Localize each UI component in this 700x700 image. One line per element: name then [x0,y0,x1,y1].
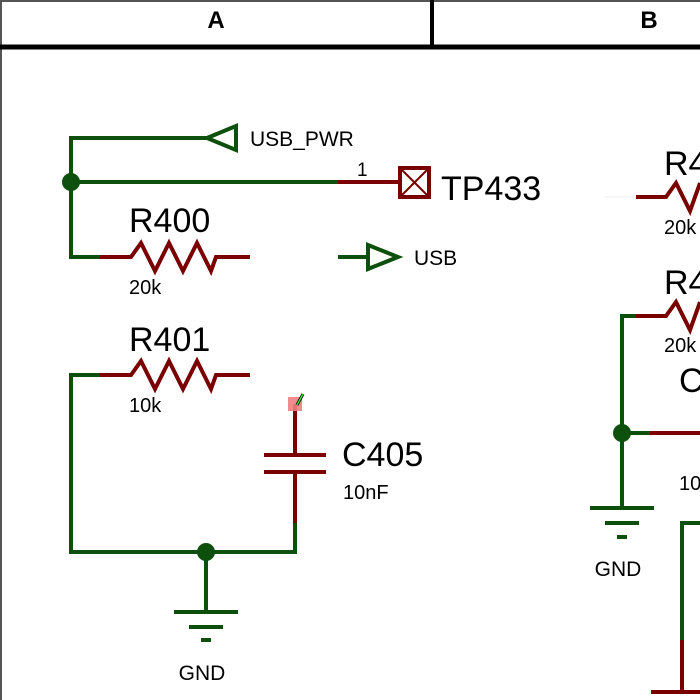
net-label-gnd-right: GND [595,558,642,581]
testpoint-box-icon [398,166,431,199]
right-bottom-net[interactable] [651,521,700,694]
net-label-usb: USB [414,247,457,270]
resistor-symbol [100,238,250,277]
tp433-testpoint[interactable]: 1 TP433 [338,160,541,208]
c405-value: 10nF [343,482,389,504]
junction-dot [62,173,80,191]
right-c-value: 10 [679,473,700,495]
r401-ref: R401 [129,321,210,359]
gnd-symbol-right[interactable]: GND [590,506,654,581]
resistor-symbol [100,356,250,395]
c405-ref: C405 [342,436,423,474]
right-resistor-mid[interactable]: R4 20k [620,264,700,510]
zone-label-a: A [207,7,224,34]
c405-capacitor[interactable]: C405 10nF [264,404,423,523]
right-r-mid-ref: R4 [664,264,700,302]
r401-c405-net[interactable] [69,373,297,561]
usb-pwr-net[interactable]: USB_PWR [62,123,354,259]
r400-ref: R400 [129,202,210,240]
right-r-top-value: 20k [664,217,697,239]
right-resistor-top[interactable]: R4 20k [605,145,700,239]
r400-resistor[interactable]: R400 20k [100,202,250,299]
right-capacitor[interactable]: C 10 [613,362,700,495]
wire[interactable] [680,521,700,642]
wire[interactable] [69,136,209,259]
right-r-top-ref: R4 [664,145,700,183]
r401-value: 10k [129,395,162,417]
usb-pwr-port-icon[interactable] [201,123,238,153]
resistor-symbol [636,179,700,217]
zone-label-b: B [640,7,657,34]
pencil-cursor [288,393,305,411]
gnd-symbol-left[interactable]: GND [174,550,238,685]
usb-port[interactable]: USB [338,242,457,272]
tp433-ref: TP433 [441,170,541,208]
net-label-gnd-left: GND [179,662,226,685]
right-c-ref: C [679,362,700,400]
junction-dot [613,424,631,442]
r401-resistor[interactable]: R401 10k [100,321,250,417]
wire[interactable] [620,314,652,510]
tp433-pin-number: 1 [357,160,368,181]
usb-port-icon [366,242,404,272]
net-label-usb-pwr: USB_PWR [250,128,354,151]
wire[interactable] [69,373,297,554]
r400-value: 20k [129,277,162,299]
resistor-symbol [636,298,700,336]
right-r-mid-value: 20k [664,335,697,357]
